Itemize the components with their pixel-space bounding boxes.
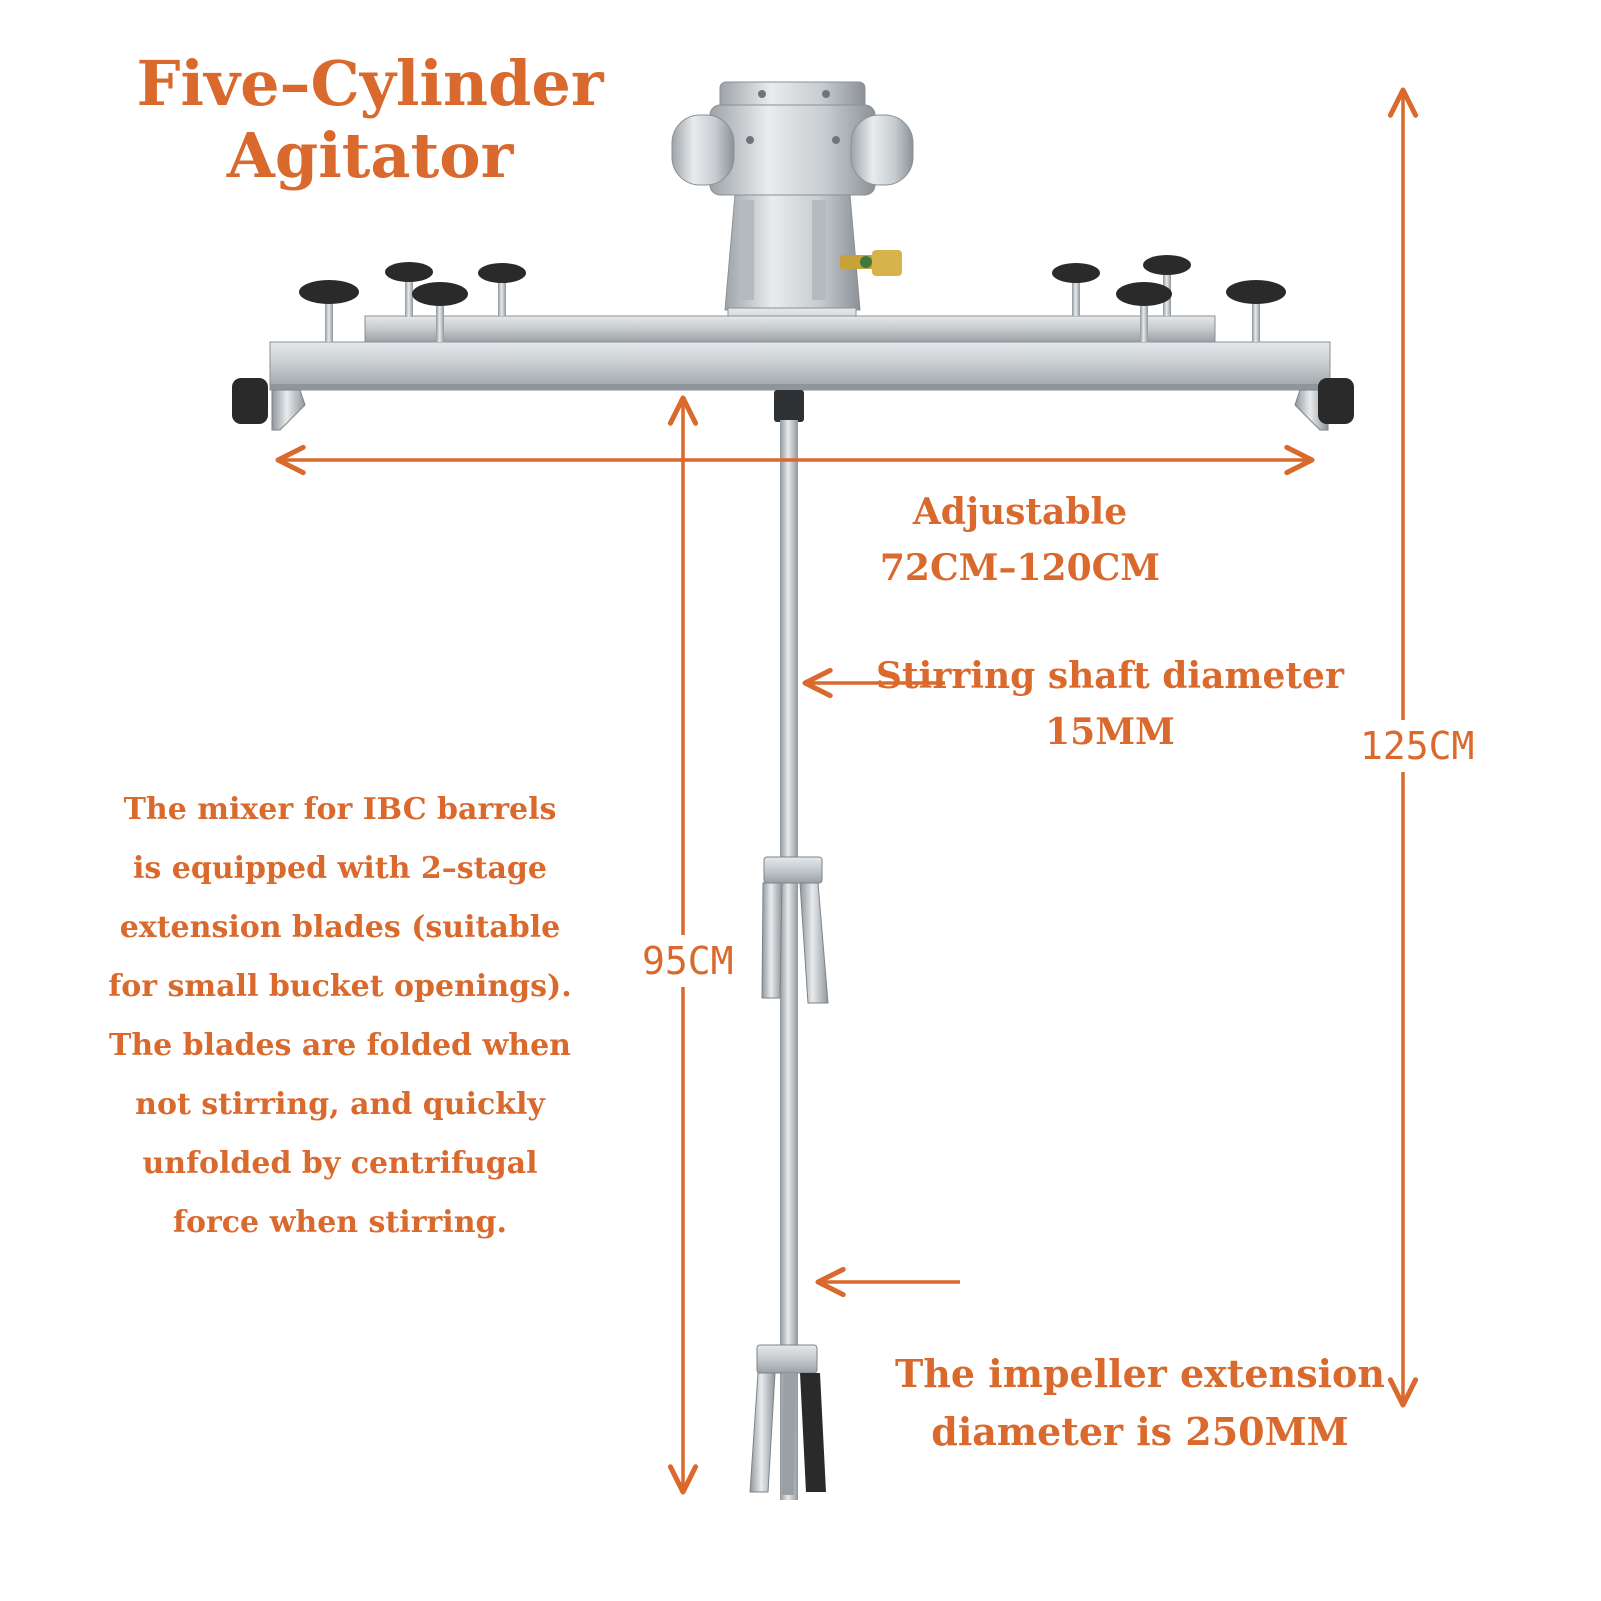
title-line-2: Agitator <box>226 119 514 192</box>
upper-folding-blades <box>761 856 829 1004</box>
shaft-line-1: Stirring shaft diameter <box>876 655 1344 697</box>
description-line: not stirring, and quickly <box>135 1087 545 1122</box>
shaft-length-label: 95CM <box>642 935 734 987</box>
description-line: extension blades (suitable <box>119 910 561 945</box>
clamp-knob-right <box>1294 378 1354 431</box>
impeller-line-1: The impeller extension <box>895 1351 1385 1396</box>
adjustable-line-1: Adjustable <box>912 491 1128 533</box>
clamp-knob-left <box>232 378 306 431</box>
description-line: force when stirring. <box>173 1205 507 1240</box>
shaft-line-2: 15MM <box>1045 711 1175 753</box>
air-motor <box>671 81 914 311</box>
impeller-line-2: diameter is 250MM <box>931 1409 1349 1454</box>
air-inlet-fitting <box>840 250 902 276</box>
description-line: The blades are folded when <box>109 1028 571 1063</box>
mounting-rails <box>269 315 1331 391</box>
description-line: The mixer for IBC barrels <box>123 792 557 827</box>
stirring-shaft <box>774 390 804 1500</box>
description-line: is equipped with 2–stage <box>133 851 547 886</box>
impeller-blades <box>749 1344 826 1495</box>
title-line-1: Five–Cylinder <box>136 47 604 120</box>
shaft-diameter-label: Stirring shaft diameter 15MM <box>840 648 1380 760</box>
adjustable-width-label: Adjustable 72CM–120CM <box>830 484 1210 596</box>
total-height-label: 125CM <box>1360 720 1475 772</box>
adjustable-line-2: 72CM–120CM <box>879 547 1161 589</box>
page-title: Five–Cylinder Agitator <box>70 48 670 192</box>
description-line: unfolded by centrifugal <box>142 1146 538 1181</box>
description-line: for small bucket openings). <box>108 969 572 1004</box>
adjustment-knobs <box>299 255 1286 342</box>
impeller-diameter-label: The impeller extension diameter is 250MM <box>860 1345 1420 1461</box>
description-text: The mixer for IBC barrels is equipped wi… <box>60 780 620 1252</box>
